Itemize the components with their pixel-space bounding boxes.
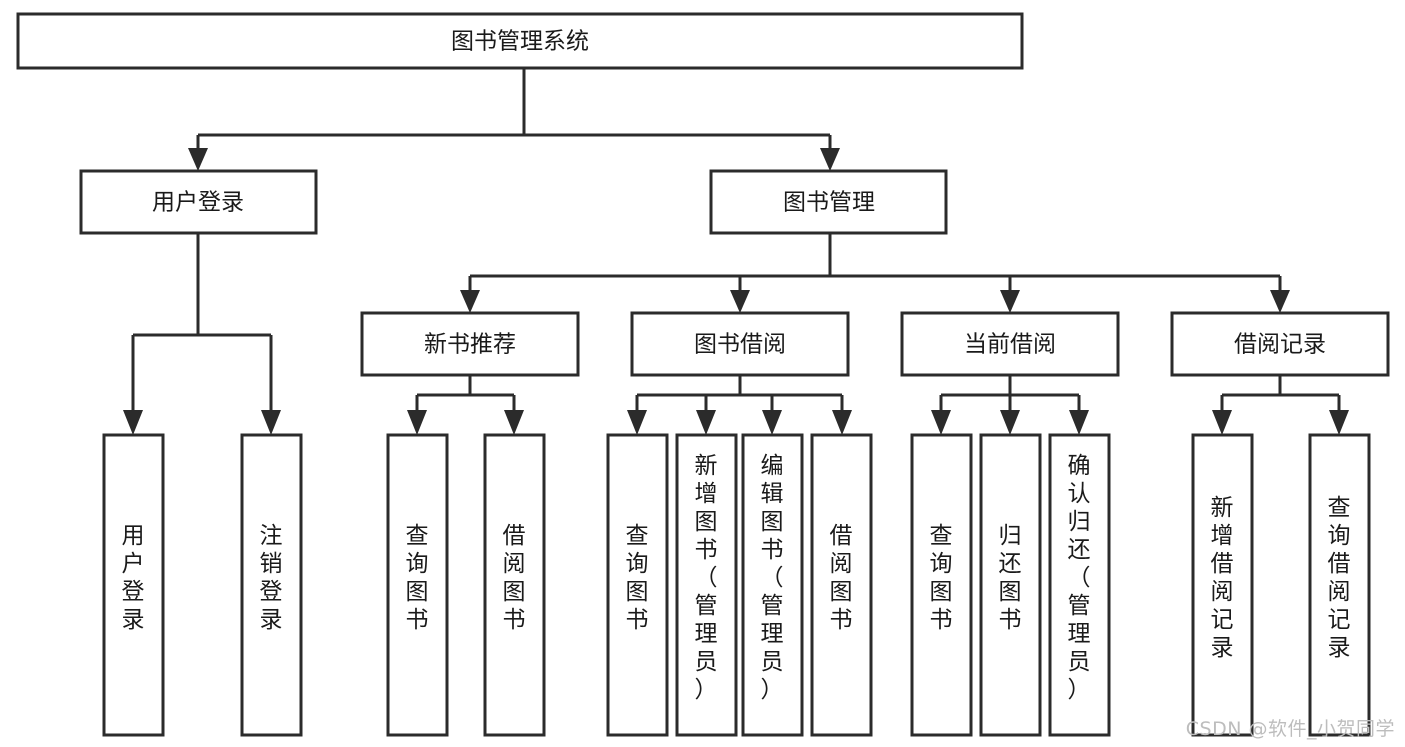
leaf-current-borrow-0-box[interactable] [910, 433, 973, 737]
node-book-manage[interactable]: 图书管理 [709, 169, 948, 235]
arrow-head-leaf-borrow-record-0 [1212, 410, 1232, 435]
leaf-node-book-borrow-3[interactable]: 借阅图书 [810, 433, 873, 737]
leaf-book-borrow-1-box[interactable] [675, 433, 738, 737]
leaf-node-book-borrow-0[interactable]: 查询图书 [606, 433, 669, 737]
leaf-current-borrow-1-box[interactable] [979, 433, 1042, 737]
node-current-borrow-box[interactable] [900, 311, 1120, 377]
leaf-new-book-1-box[interactable] [483, 433, 546, 737]
leaf-borrow-record-0-box[interactable] [1191, 433, 1254, 737]
node-current-borrow[interactable]: 当前借阅 [900, 311, 1120, 377]
arrow-head-leaf-book-borrow-3 [832, 410, 852, 435]
node-current-borrow-label: 当前借阅 [964, 332, 1056, 358]
leaf-current-borrow-2-box[interactable] [1048, 433, 1111, 737]
leaf-borrow-record-1-label: 查询借阅记录 [1328, 495, 1351, 661]
node-book-borrow-box[interactable] [630, 311, 850, 377]
leaf-node-current-borrow-2[interactable]: 确认归还（管理员） [1048, 433, 1111, 737]
node-user-login-label: 用户登录 [152, 190, 244, 216]
leaf-node-user-login-0[interactable]: 用户登录 [102, 433, 165, 737]
leaf-borrow-record-0-label: 新增借阅记录 [1211, 495, 1234, 661]
node-book-manage-label: 图书管理 [783, 190, 875, 216]
node-user-login-box[interactable] [79, 169, 318, 235]
arrow-head-leaf-borrow-record-1 [1329, 410, 1349, 435]
leaf-current-borrow-2-label: 确认归还（管理员） [1068, 453, 1091, 703]
leaf-node-new-book-0[interactable]: 查询图书 [386, 433, 449, 737]
leaf-book-borrow-0-label: 查询图书 [626, 523, 649, 633]
arrow-head-leaf-current-borrow-2 [1069, 410, 1089, 435]
leaf-node-user-login-1[interactable]: 注销登录 [240, 433, 303, 737]
leaf-book-borrow-0-box[interactable] [606, 433, 669, 737]
leaf-user-login-0-label: 用户登录 [122, 523, 145, 633]
arrow-head-leaf-user-login-1 [261, 410, 281, 435]
arrow-head-book-manage [820, 148, 840, 171]
leaf-user-login-1-label: 注销登录 [260, 523, 283, 633]
leaf-book-borrow-1-label: 新增图书（管理员） [695, 453, 718, 703]
leaf-node-book-borrow-2[interactable]: 编辑图书（管理员） [741, 433, 804, 737]
edges-layer [123, 68, 1349, 435]
leaf-node-book-borrow-1[interactable]: 新增图书（管理员） [675, 433, 738, 737]
leaf-node-borrow-record-0[interactable]: 新增借阅记录 [1191, 433, 1254, 737]
leaf-current-borrow-0-label: 查询图书 [930, 523, 953, 633]
leaf-new-book-0-label: 查询图书 [406, 523, 429, 633]
arrow-head-leaf-book-borrow-1 [696, 410, 716, 435]
arrow-head-leaf-new-book-0 [407, 410, 427, 435]
arrow-head-current-borrow [1000, 290, 1020, 313]
arrow-head-leaf-new-book-1 [504, 410, 524, 435]
arrow-head-leaf-book-borrow-2 [762, 410, 782, 435]
node-book-manage-box[interactable] [709, 169, 948, 235]
leaf-book-borrow-3-box[interactable] [810, 433, 873, 737]
arrow-head-leaf-current-borrow-0 [931, 410, 951, 435]
arrow-head-leaf-current-borrow-1 [1000, 410, 1020, 435]
arrow-head-new-book [460, 290, 480, 313]
arrow-head-leaf-user-login-0 [123, 410, 143, 435]
nodes-layer: 图书管理系统 用户登录 图书管理 新书推荐 图书借阅 当前 [16, 12, 1390, 737]
arrow-head-borrow-record [1270, 290, 1290, 313]
arrow-head-leaf-book-borrow-0 [627, 410, 647, 435]
leaf-node-current-borrow-1[interactable]: 归还图书 [979, 433, 1042, 737]
leaf-user-login-0-box[interactable] [102, 433, 165, 737]
node-root-box[interactable] [16, 12, 1024, 70]
node-borrow-record-box[interactable] [1170, 311, 1390, 377]
arrow-head-book-borrow [730, 290, 750, 313]
leaf-new-book-0-box[interactable] [386, 433, 449, 737]
leaf-user-login-1-box[interactable] [240, 433, 303, 737]
node-borrow-record[interactable]: 借阅记录 [1170, 311, 1390, 377]
node-book-borrow-label: 图书借阅 [694, 332, 786, 358]
node-new-book-recommend[interactable]: 新书推荐 [360, 311, 580, 377]
node-new-book-recommend-box[interactable] [360, 311, 580, 377]
node-root[interactable]: 图书管理系统 [16, 12, 1024, 70]
leaf-node-borrow-record-1[interactable]: 查询借阅记录 [1308, 433, 1371, 737]
node-book-borrow[interactable]: 图书借阅 [630, 311, 850, 377]
leaf-node-new-book-1[interactable]: 借阅图书 [483, 433, 546, 737]
leaf-node-current-borrow-0[interactable]: 查询图书 [910, 433, 973, 737]
node-user-login[interactable]: 用户登录 [79, 169, 318, 235]
leaf-book-borrow-3-label: 借阅图书 [830, 523, 853, 633]
leaf-book-borrow-2-box[interactable] [741, 433, 804, 737]
node-root-label: 图书管理系统 [451, 29, 589, 55]
leaf-new-book-1-label: 借阅图书 [503, 523, 526, 633]
leaf-book-borrow-2-label: 编辑图书（管理员） [761, 453, 784, 703]
arrow-head-user-login [188, 148, 208, 171]
node-borrow-record-label: 借阅记录 [1234, 332, 1326, 358]
leaf-current-borrow-1-label: 归还图书 [999, 523, 1022, 633]
node-new-book-recommend-label: 新书推荐 [424, 332, 516, 358]
leaf-borrow-record-1-box[interactable] [1308, 433, 1371, 737]
